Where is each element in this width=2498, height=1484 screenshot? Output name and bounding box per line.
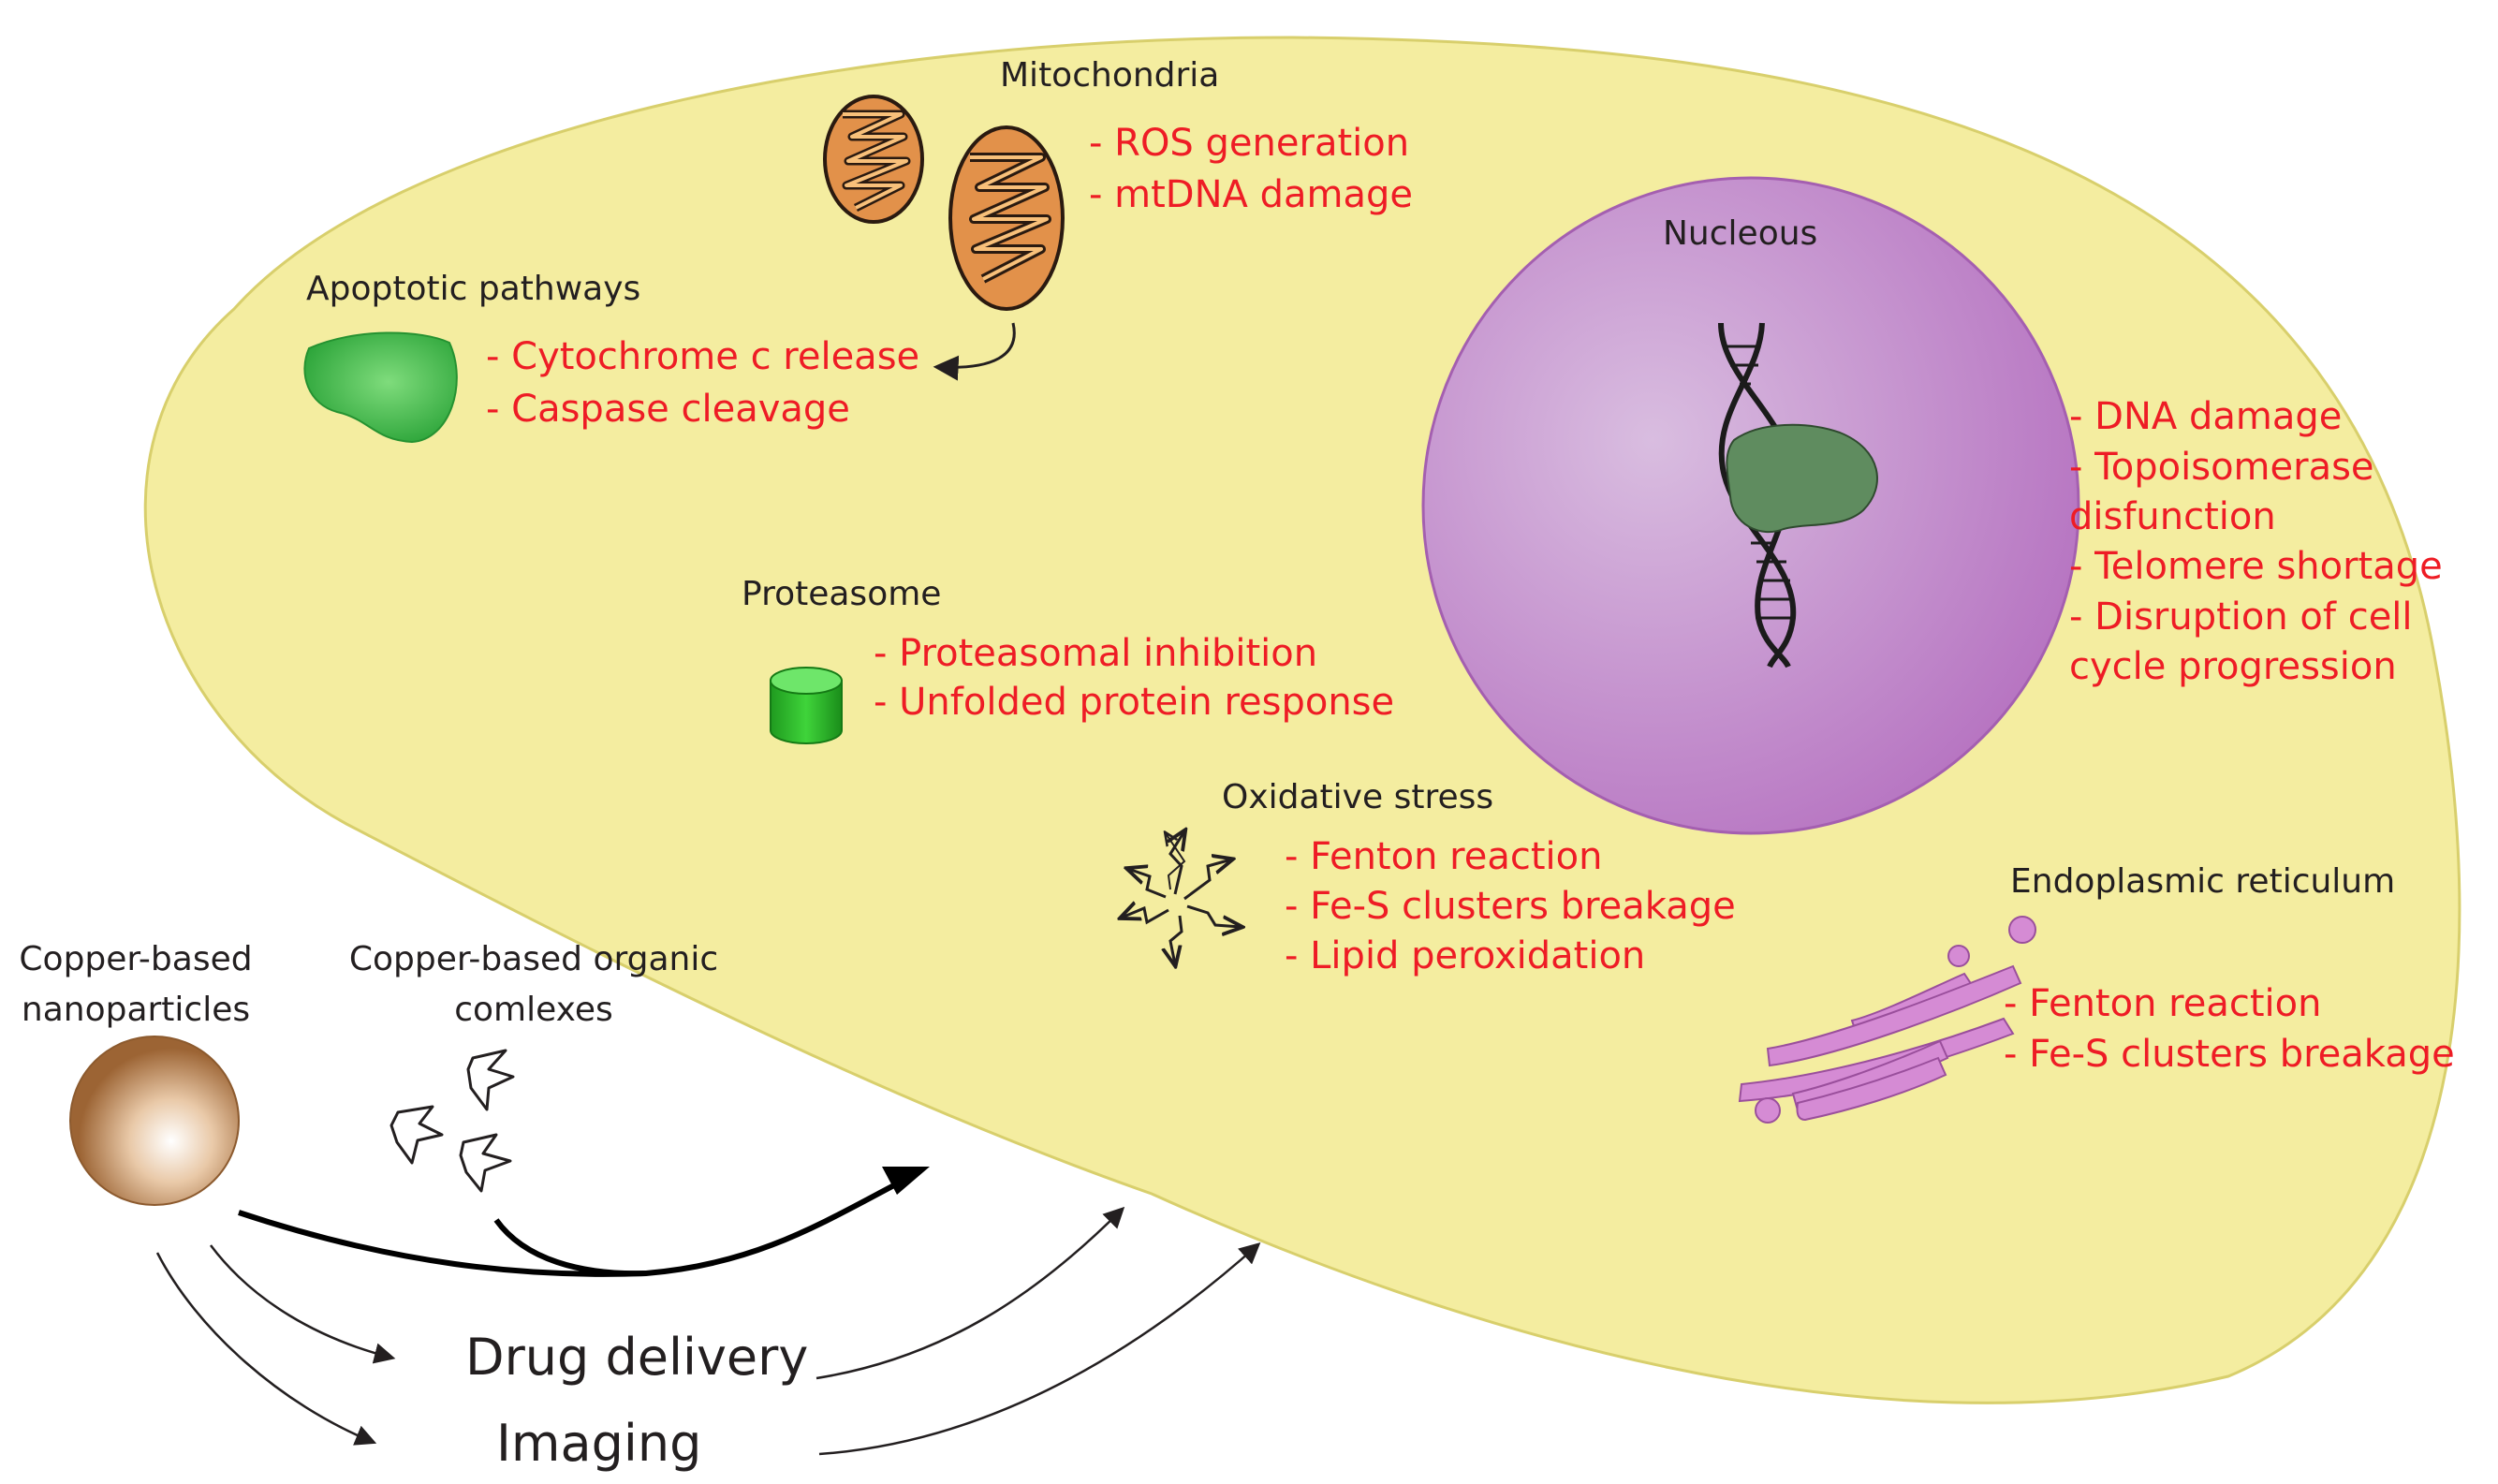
arrow-to-imaging [155, 1252, 377, 1446]
organic-complex-icons [389, 1049, 515, 1193]
oxidative-title: Oxidative stress [1222, 778, 1493, 816]
proteasome-title: Proteasome [742, 575, 941, 613]
nucleus-effect-2-cont: disfunction [2069, 495, 2276, 538]
complexes-label-line1: Copper-based organic [349, 940, 718, 978]
oxidative-effect-1: - Fenton reaction [1285, 835, 1602, 878]
mitochondria-icon [823, 95, 1065, 311]
nucleus-effect-3: - Telomere shortage [2069, 545, 2443, 588]
apoptotic-title: Apoptotic pathways [306, 270, 640, 308]
imaging-to-cell-arrow [818, 1242, 1261, 1456]
proteasome-effect-1: - Proteasomal inhibition [874, 632, 1317, 675]
oxidative-effect-3: - Lipid peroxidation [1285, 934, 1645, 977]
nanoparticles-label-line2: nanoparticles [22, 991, 250, 1029]
ros-burst-icon [1122, 831, 1241, 964]
drug-delivery-label: Drug delivery [465, 1328, 808, 1387]
mitochondria-effect-2: - mtDNA damage [1089, 173, 1413, 216]
proteasome-icon [770, 667, 843, 744]
nuclear-protein-icon [1726, 423, 1878, 534]
er-effect-1: - Fenton reaction [2004, 982, 2321, 1025]
mitochondria-effect-1: - ROS generation [1089, 122, 1409, 165]
nucleus-effect-2: - Topoisomerase [2069, 446, 2374, 489]
complex-entry-arrow [493, 1218, 647, 1277]
mito-to-apoptosis-arrow [933, 322, 1016, 381]
endoplasmic-reticulum-icon [1738, 916, 2036, 1124]
er-effect-2: - Fe-S clusters breakage [2004, 1033, 2455, 1076]
mitochondria-title: Mitochondria [1000, 56, 1219, 95]
nucleus-effect-1: - DNA damage [2069, 395, 2342, 438]
oxidative-effect-2: - Fe-S clusters breakage [1285, 885, 1736, 928]
er-title: Endoplasmic reticulum [2010, 862, 2395, 901]
apoptotic-protein-icon [303, 331, 458, 444]
apoptotic-effect-2: - Caspase cleavage [486, 388, 850, 431]
copper-nanoparticle-icon [69, 1036, 240, 1206]
nanoparticles-label-line1: Copper-based [19, 940, 252, 978]
apoptotic-effect-1: - Cytochrome c release [486, 335, 919, 378]
nucleus-effect-4: - Disruption of cell [2069, 595, 2413, 639]
proteasome-effect-2: - Unfolded protein response [874, 681, 1394, 724]
imaging-label: Imaging [496, 1414, 701, 1473]
nucleus-effect-4-cont: cycle progression [2069, 645, 2397, 688]
arrow-to-drug-delivery [210, 1244, 396, 1364]
entry-arrowhead [882, 1167, 930, 1195]
nanoparticle-entry-arrow [238, 1175, 910, 1277]
drug-delivery-to-cell-arrow [816, 1206, 1125, 1380]
complexes-label-line2: comlexes [454, 991, 613, 1029]
nucleus-title: Nucleous [1663, 214, 1817, 253]
